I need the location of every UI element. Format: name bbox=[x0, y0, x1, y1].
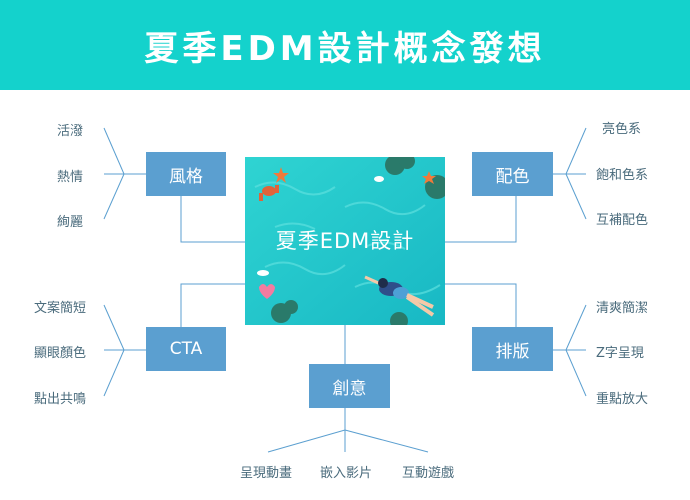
branch-color: 配色 bbox=[472, 152, 553, 196]
leaf-style-1: 活潑 bbox=[57, 124, 84, 139]
fish-icon bbox=[374, 176, 384, 182]
center-label: 夏季EDM設計 bbox=[275, 229, 415, 253]
leaf-creative-3: 互動遊戲 bbox=[402, 466, 455, 481]
leaf-color-1: 亮色系 bbox=[602, 122, 642, 137]
fish-icon bbox=[257, 270, 269, 276]
leaf-color-3: 互補配色 bbox=[596, 213, 649, 228]
leaf-creative-2: 嵌入影片 bbox=[320, 466, 373, 481]
leaf-icon bbox=[271, 300, 408, 325]
starfish-icon bbox=[273, 167, 289, 183]
heart-icon bbox=[259, 284, 275, 299]
page-title: 夏季EDM設計概念發想 bbox=[144, 28, 546, 69]
leaf-color-2: 飽和色系 bbox=[596, 168, 649, 183]
swimmer-icon bbox=[364, 275, 435, 317]
starfish-icon bbox=[422, 171, 436, 184]
branch-style: 風格 bbox=[146, 152, 226, 196]
leaf-cta-3: 點出共鳴 bbox=[34, 392, 87, 407]
leaf-layout-3: 重點放大 bbox=[596, 392, 649, 407]
title-banner: 夏季EDM設計概念發想 bbox=[0, 0, 690, 90]
crab-icon bbox=[259, 185, 279, 201]
leaf-cta-1: 文案簡短 bbox=[34, 301, 87, 316]
branch-layout: 排版 bbox=[472, 327, 553, 371]
branch-creative: 創意 bbox=[309, 364, 390, 408]
center-image: 夏季EDM設計 bbox=[245, 157, 445, 325]
leaf-style-2: 熱情 bbox=[57, 170, 84, 185]
branch-cta: CTA bbox=[146, 327, 226, 371]
leaf-cta-2: 顯眼顏色 bbox=[34, 346, 87, 361]
leaf-creative-1: 呈現動畫 bbox=[240, 466, 293, 481]
pool-illustration bbox=[245, 157, 445, 325]
leaf-layout-1: 清爽簡潔 bbox=[596, 301, 649, 316]
leaf-style-3: 絢麗 bbox=[57, 215, 84, 230]
leaf-layout-2: Z字呈現 bbox=[596, 346, 644, 361]
